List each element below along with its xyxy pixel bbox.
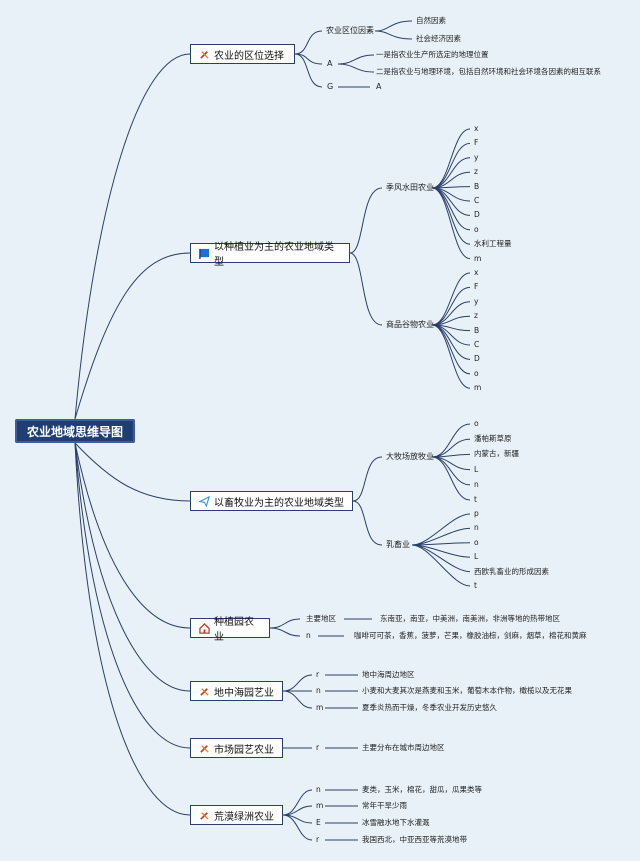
oasis-value-2: 常年干旱少雨 — [362, 801, 407, 810]
key-g: G — [327, 82, 334, 91]
med-key-3: m — [316, 703, 324, 712]
tools-icon — [200, 811, 209, 820]
fan-connector — [431, 423, 471, 458]
meaning-2: 二是指农业与地理环境，包括自然环境和社会环境各因素的相互联系 — [376, 67, 601, 76]
branch-label: 地中海园艺业 — [214, 687, 274, 699]
leaf-item: C — [474, 340, 480, 349]
fan-connector — [431, 286, 471, 326]
leaf-item: o — [474, 419, 479, 428]
send-icon — [199, 495, 210, 507]
leaf-item: C — [474, 196, 480, 205]
fan-connector — [431, 187, 471, 245]
leaf-item: z — [474, 167, 478, 177]
med-value-3: 夏季炎热而干燥，冬季农业开发历史悠久 — [362, 703, 497, 712]
med-value-1: 地中海周边地区 — [362, 670, 415, 679]
branch-mediterranean[interactable]: 地中海园艺业 — [190, 681, 283, 701]
leaf-item: F — [474, 138, 479, 148]
value-a: A — [376, 82, 382, 91]
fan-connector — [431, 187, 471, 260]
commercial-grain-label: 商品谷物农业 — [386, 320, 434, 329]
meaning-1: 一是指农业生产所选定的地理位置 — [376, 50, 489, 59]
fan-connector — [411, 544, 471, 573]
branch-market-gardening[interactable]: 市场园艺农业 — [190, 738, 283, 758]
leaf-item: 水利工程量 — [474, 239, 512, 249]
plantation-key-2: n — [306, 631, 311, 640]
oasis-key-1: n — [316, 785, 321, 794]
leaf-item: 西欧乳畜业的形成因素 — [474, 566, 549, 576]
branch-plantation[interactable]: 种植园农业 — [190, 617, 270, 643]
leaf-item: y — [474, 152, 479, 162]
leaf-item: B — [474, 325, 480, 335]
leaf-item: D — [474, 354, 480, 364]
fan-connector — [431, 324, 471, 375]
tools-icon — [200, 744, 209, 753]
leaf-item: B — [474, 181, 480, 191]
market-key-1: r — [316, 743, 320, 752]
branch-livestock-farming[interactable]: 以畜牧业为主的农业地域类型 — [190, 491, 353, 511]
leaf-item: o — [474, 537, 479, 547]
fan-connector — [431, 456, 471, 501]
leaf-item: m — [474, 253, 482, 263]
flag-icon — [199, 248, 210, 259]
fan-connector — [431, 142, 471, 189]
plantation-value-1: 东南亚，南亚，中美洲，南美洲，非洲等地的热带地区 — [380, 614, 560, 623]
plantation-value-2: 咖啡可可茶，香蕉，菠萝，芒果，橡胶油棕，剑麻，烟草，棉花和黄麻 — [354, 631, 587, 640]
tools-icon — [200, 50, 209, 59]
plantation-key-1: 主要地区 — [306, 614, 336, 623]
oasis-value-4: 我国西北，中亚西亚等荒漠地带 — [362, 835, 467, 844]
leaf-item: x — [474, 268, 479, 277]
leaf-item: p — [474, 509, 479, 518]
branch-label: 市场园艺农业 — [214, 744, 274, 756]
factor-label: 农业区位因素 — [326, 26, 374, 35]
leaf-item: n — [474, 479, 479, 489]
med-key-2: n — [316, 686, 321, 695]
oasis-key-2: m — [316, 801, 324, 810]
branch-label: 种植园农业 — [214, 617, 254, 643]
oasis-key-4: r — [316, 835, 320, 844]
fan-connector — [431, 456, 471, 486]
leaf-item: t — [474, 495, 477, 504]
home-icon — [199, 622, 210, 634]
leaf-item: x — [474, 124, 479, 133]
leaf-item: o — [474, 224, 479, 234]
fan-connector — [431, 324, 471, 389]
natural-factor: 自然因素 — [416, 16, 446, 25]
branch-label: 以畜牧业为主的农业地域类型 — [214, 497, 344, 509]
fan-connector — [431, 272, 471, 326]
economic-factor: 社会经济因素 — [416, 34, 461, 43]
leaf-item: y — [474, 296, 479, 306]
med-key-1: r — [316, 670, 320, 679]
leaf-item: 内蒙古，新疆 — [474, 449, 519, 459]
key-a: A — [327, 59, 333, 68]
leaf-item: F — [474, 282, 479, 292]
leaf-item: 潘帕斯草原 — [474, 434, 512, 444]
fan-connector — [411, 544, 471, 587]
ranching-label: 大牧场放牧业 — [386, 452, 434, 461]
leaf-item: m — [474, 383, 482, 393]
leaf-item: t — [474, 581, 477, 590]
oasis-value-3: 冰雪融水地下水灌溉 — [362, 818, 430, 827]
branch-oasis[interactable]: 荒漠绿洲农业 — [190, 805, 283, 825]
fan-connector — [431, 187, 471, 216]
leaf-item: L — [474, 552, 479, 562]
leaf-item: z — [474, 311, 478, 321]
leaf-item: D — [474, 210, 480, 220]
oasis-key-3: E — [316, 818, 321, 827]
monsoon-paddy-label: 季风水田农业 — [386, 183, 434, 192]
market-value-1: 主要分布在城市周边地区 — [362, 743, 445, 752]
branch-label: 农业的区位选择 — [214, 50, 284, 62]
root-node[interactable]: 农业地域思维导图 — [15, 419, 135, 443]
branch-crop-farming[interactable]: 以种植业为主的农业地域类型 — [190, 242, 350, 268]
leaf-item: n — [474, 523, 479, 533]
leaf-item: o — [474, 368, 479, 378]
oasis-value-1: 麦类，玉米，棉花，甜瓜，瓜果类等 — [362, 785, 482, 794]
tools-icon — [200, 687, 209, 696]
leaf-item: L — [474, 464, 479, 474]
branch-location-choice[interactable]: 农业的区位选择 — [190, 44, 295, 64]
branch-label: 以种植业为主的农业地域类型 — [214, 242, 334, 268]
dairy-label: 乳畜业 — [386, 540, 410, 549]
branch-label: 荒漠绿洲农业 — [214, 811, 274, 823]
med-value-2: 小麦和大麦其次是燕麦和玉米，葡萄木本作物，橄榄以及无花果 — [362, 686, 572, 695]
